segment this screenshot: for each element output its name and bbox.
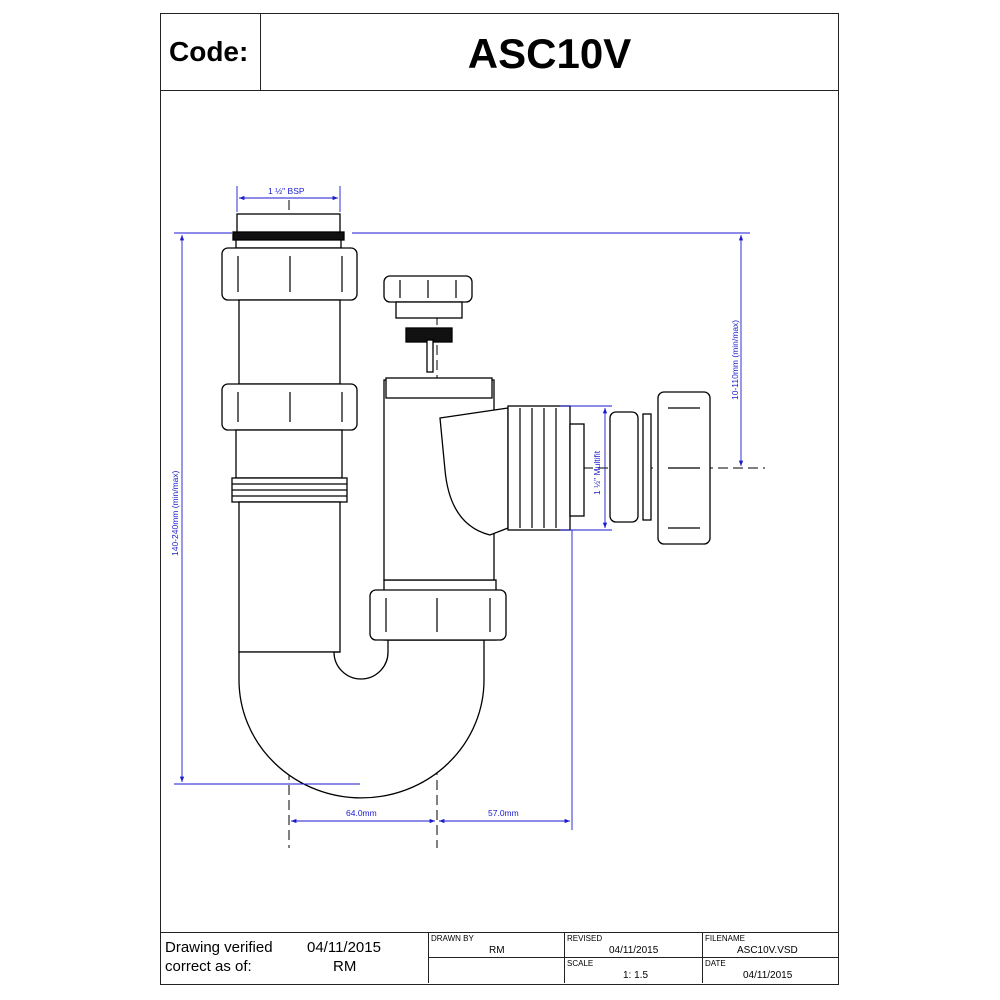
- dimension-labels: 1 ½" BSP 140-240mm (min/max) 10-110mm (m…: [170, 186, 740, 818]
- inlet-washer: [232, 231, 345, 241]
- vertical-leg: [238, 501, 341, 653]
- date-value: 04/11/2015: [743, 970, 793, 981]
- cap-body: [395, 301, 463, 319]
- verified-by: RM: [333, 958, 357, 975]
- branch-thread: [507, 405, 571, 531]
- code-row: Code: ASC10V: [161, 14, 838, 91]
- drawing-sheet: Code: ASC10V Drawing verified correct as…: [160, 13, 839, 985]
- scale-cell: SCALE 1: 1.5: [565, 958, 703, 983]
- verified-label-line1: Drawing verified: [165, 939, 273, 956]
- outlet-dimension: 10-110mm (min/max): [730, 320, 740, 400]
- revised-value: 04/11/2015: [609, 945, 659, 956]
- inlet-tube: [238, 299, 341, 385]
- bsp-dimension: 1 ½" BSP: [268, 186, 305, 196]
- slip-collar: [235, 429, 343, 479]
- code-label: Code:: [161, 14, 261, 90]
- outlet-nut-bottom: [369, 589, 507, 641]
- date-cell: DATE 04/11/2015: [703, 958, 838, 983]
- u-bend: [238, 639, 485, 799]
- multifit-ring: [642, 413, 652, 521]
- filename-value: ASC10V.VSD: [737, 945, 798, 956]
- date-label: DATE: [705, 959, 726, 968]
- filename-cell: FILENAME ASC10V.VSD: [703, 933, 838, 958]
- drawn-by-cell: DRAWN BY RM: [429, 933, 565, 958]
- inlet-tube-top: [236, 213, 341, 235]
- drawn-by-label: DRAWN BY: [431, 934, 474, 943]
- inlet-collar: [235, 239, 342, 249]
- nut-grips: [232, 256, 700, 632]
- offset-b-dimension: 57.0mm: [488, 808, 519, 818]
- height-dimension: 140-240mm (min/max): [170, 470, 180, 556]
- title-block: Drawing verified correct as of: 04/11/20…: [161, 932, 838, 984]
- filename-label: FILENAME: [705, 934, 746, 943]
- scale-label: SCALE: [567, 959, 594, 968]
- t-branch: [439, 407, 509, 536]
- scale-value: 1: 1.5: [623, 970, 649, 981]
- verified-label-line2: correct as of:: [165, 958, 252, 975]
- t-body-top-collar: [385, 377, 493, 399]
- dimension-lines: [174, 186, 750, 830]
- trap-body: [221, 213, 711, 799]
- plug-stem: [426, 339, 434, 373]
- offset-a-dimension: 64.0mm: [346, 808, 377, 818]
- product-code: ASC10V: [467, 30, 632, 77]
- drawn-by-empty-cell: [429, 958, 565, 983]
- verified-date: 04/11/2015: [307, 939, 381, 956]
- multifit-seal: [609, 411, 639, 523]
- drawn-by-value: RM: [489, 945, 505, 956]
- multifit-dimension: 1 ½" Multifit: [592, 450, 602, 495]
- revised-cell: REVISED 04/11/2015: [565, 933, 703, 958]
- revised-label: REVISED: [567, 934, 603, 943]
- branch-spigot: [569, 423, 585, 517]
- verified-cell: Drawing verified correct as of: 04/11/20…: [161, 933, 429, 983]
